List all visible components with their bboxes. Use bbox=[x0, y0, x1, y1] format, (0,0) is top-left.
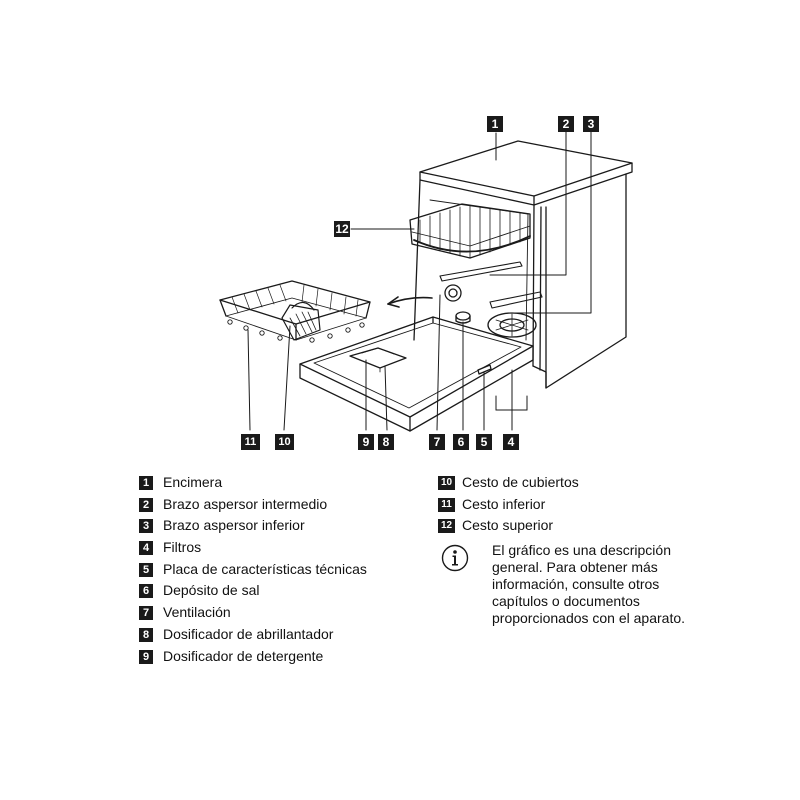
legend-label: Encimera bbox=[163, 474, 223, 490]
legend-number: 4 bbox=[139, 541, 153, 556]
info-text: El gráfico es una descripción general. P… bbox=[492, 542, 686, 626]
callout-9: 9 bbox=[358, 434, 374, 450]
salt-container-shape bbox=[455, 311, 471, 321]
spray-arm-middle-shape bbox=[439, 261, 523, 282]
legend-number: 10 bbox=[438, 476, 455, 490]
legend-number: 7 bbox=[139, 606, 153, 621]
legend-item: 9 Dosificador de detergente bbox=[139, 648, 419, 670]
callout-8: 8 bbox=[378, 434, 394, 450]
callout-12: 12 bbox=[334, 221, 350, 237]
legend-number: 6 bbox=[139, 584, 153, 599]
rating-plate-shape bbox=[477, 364, 492, 375]
cutlery-basket bbox=[281, 301, 321, 341]
legend-number: 8 bbox=[139, 627, 153, 642]
spray-arm-lower-shape bbox=[489, 291, 543, 309]
legend-label: Cesto inferior bbox=[462, 495, 546, 512]
legend-number: 12 bbox=[438, 519, 455, 534]
callout-6: 6 bbox=[453, 434, 469, 450]
legend-item: 12 Cesto superior bbox=[438, 517, 708, 539]
legend-number: 1 bbox=[139, 476, 153, 490]
legend-label: Filtros bbox=[163, 539, 202, 556]
callout-1: 1 bbox=[487, 116, 503, 132]
legend-number: 2 bbox=[139, 497, 153, 512]
legend-label: Brazo aspersor intermedio bbox=[163, 495, 328, 512]
legend-item: 2 Brazo aspersor intermedio bbox=[139, 496, 419, 518]
legend-item: 11 Cesto inferior bbox=[438, 496, 708, 518]
legend-right: 10 Cesto de cubiertos 11 Cesto inferior … bbox=[438, 474, 708, 539]
legend-item: 5 Placa de características técnicas bbox=[139, 561, 419, 583]
callout-3: 3 bbox=[583, 116, 599, 132]
leader-lines bbox=[247, 129, 592, 431]
legend-number: 3 bbox=[139, 519, 153, 534]
legend-label: Brazo aspersor inferior bbox=[163, 517, 305, 534]
callout-7: 7 bbox=[429, 434, 445, 450]
door-outline bbox=[299, 316, 534, 432]
legend-item: 3 Brazo aspersor inferior bbox=[139, 517, 419, 539]
legend-label: Placa de características técnicas bbox=[163, 560, 367, 577]
dispensers-shape bbox=[349, 347, 407, 373]
legend-label: Dosificador de abrillantador bbox=[163, 625, 334, 642]
dishwasher-diagram: 1 2 3 12 11 10 9 8 7 6 5 4 bbox=[219, 116, 633, 450]
legend-label: Cesto de cubiertos bbox=[462, 474, 579, 490]
vent-shape bbox=[444, 284, 462, 302]
dishwasher-illustration bbox=[219, 129, 633, 432]
info-icon bbox=[441, 544, 469, 572]
legend-item: 8 Dosificador de abrillantador bbox=[139, 626, 419, 648]
legend-left: 1 Encimera 2 Brazo aspersor intermedio 3… bbox=[139, 474, 419, 669]
callout-11: 11 bbox=[241, 434, 260, 450]
legend-label: Depósito de sal bbox=[163, 582, 260, 599]
legend-number: 5 bbox=[139, 562, 153, 577]
legend-number: 9 bbox=[139, 649, 153, 664]
cabinet-outline bbox=[413, 140, 633, 389]
legend-item: 7 Ventilación bbox=[139, 604, 419, 626]
legend-number: 11 bbox=[438, 497, 455, 512]
legend-label: Ventilación bbox=[163, 604, 231, 621]
callout-2: 2 bbox=[558, 116, 574, 132]
legend-item: 4 Filtros bbox=[139, 539, 419, 561]
legend-label: Cesto superior bbox=[462, 517, 554, 534]
callout-5: 5 bbox=[476, 434, 492, 450]
upper-basket bbox=[409, 203, 531, 259]
lower-basket bbox=[219, 280, 371, 343]
callout-4: 4 bbox=[503, 434, 519, 450]
callout-10: 10 bbox=[275, 434, 294, 450]
legend-label: Dosificador de detergente bbox=[163, 647, 324, 664]
pull-out-arrow bbox=[387, 296, 433, 305]
legend-item: 1 Encimera bbox=[139, 474, 419, 496]
legend-item: 10 Cesto de cubiertos bbox=[438, 474, 708, 496]
legend-item: 6 Depósito de sal bbox=[139, 582, 419, 604]
